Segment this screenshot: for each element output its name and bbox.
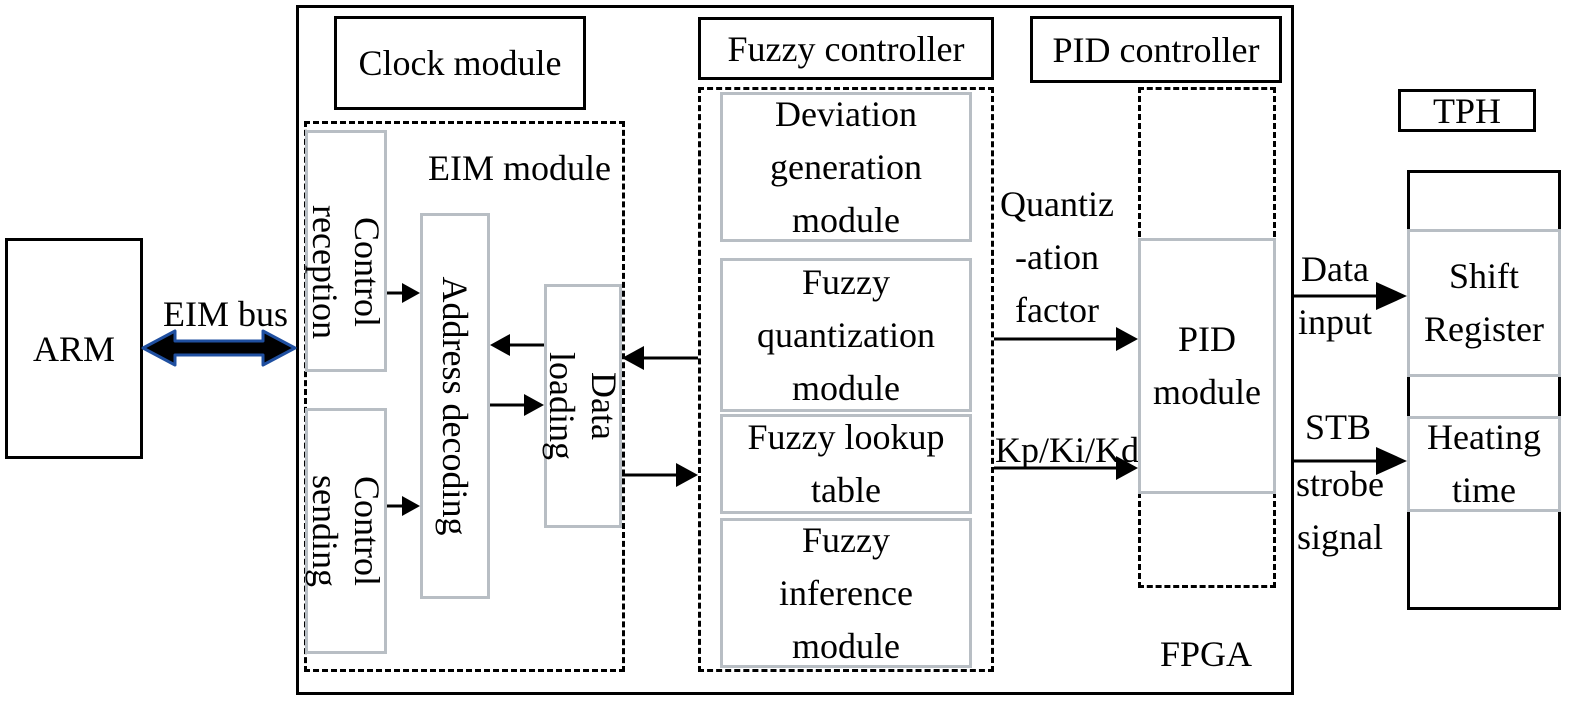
tph-label: TPH (1432, 90, 1501, 131)
inference-line-1: Fuzzy (802, 519, 890, 560)
arrow-stb-strobe (1294, 447, 1407, 475)
inference-line-3: module (792, 625, 900, 666)
clock-module-block: Clock module (334, 16, 586, 110)
arrow-decoding-to-loading (490, 394, 544, 416)
arrow-reception-to-decoding (387, 283, 420, 303)
data-input-label: Data input (1297, 249, 1372, 342)
lookup-line-1: Fuzzy lookup (747, 417, 945, 457)
arrow-data-input (1294, 282, 1407, 310)
deviation-generation-block: Deviation generation module (720, 92, 972, 242)
fuzzy-controller-title: Fuzzy controller (698, 17, 994, 80)
quantization-line-3: module (792, 367, 900, 408)
data-loading-block (544, 284, 622, 528)
deviation-line-3: module (792, 199, 900, 240)
arrow-loading-to-fuzzy (622, 463, 698, 487)
shift-register-line-1: Shift (1448, 256, 1519, 296)
arm-label: ARM (32, 328, 116, 369)
strobe-signal-label: strobe signal (1296, 464, 1384, 557)
deviation-line-2: generation (770, 146, 922, 187)
clock-module-label: Clock module (358, 43, 562, 83)
shift-register-line-2: Register (1424, 309, 1544, 349)
heating-time-block: Heating time (1407, 416, 1561, 512)
address-decoding-block (420, 213, 490, 599)
quantization-line-1: Fuzzy (802, 261, 890, 302)
pid-module-block: PID module (1138, 238, 1276, 494)
control-reception-block (305, 130, 387, 372)
control-sending-block (305, 408, 387, 654)
fuzzy-controller-group (698, 87, 994, 672)
eim-bus-label: EIM bus (163, 294, 288, 334)
deviation-line-1: Deviation (775, 93, 917, 134)
pid-controller-label: PID controller (1052, 29, 1260, 70)
arrow-fuzzy-to-loading (622, 346, 698, 370)
quantization-line-2: quantization (757, 314, 935, 355)
fuzzy-quantization-block: Fuzzy quantization module (720, 258, 972, 412)
eim-bus-arrow (141, 329, 297, 367)
pid-controller-title: PID controller (1030, 16, 1282, 83)
kp-ki-kd-label: Kp/Ki/Kd (995, 430, 1139, 470)
arrow-sending-to-decoding (387, 496, 420, 516)
fpga-block (296, 5, 1294, 695)
arrow-loading-to-decoding (490, 334, 544, 356)
heating-time-line-1: Heating (1427, 417, 1541, 457)
fpga-label: FPGA (1160, 634, 1253, 674)
lookup-line-2: table (811, 470, 881, 510)
stb-label: STB (1305, 407, 1372, 447)
inference-line-2: inference (779, 572, 913, 613)
heating-time-line-2: time (1452, 470, 1516, 510)
tph-title: TPH (1398, 89, 1536, 132)
pid-module-line-2: module (1153, 372, 1261, 412)
eim-module-group (304, 121, 625, 672)
pid-module-line-1: PID (1177, 319, 1236, 359)
arrow-quantization-factor (994, 327, 1138, 351)
fuzzy-lookup-table-block: Fuzzy lookup table (720, 414, 972, 514)
fuzzy-controller-label: Fuzzy controller (727, 28, 965, 69)
eim-module-label: EIM module (428, 148, 611, 188)
arrow-kp-ki-kd (994, 456, 1138, 480)
shift-register-block: Shift Register (1407, 229, 1561, 377)
fuzzy-inference-block: Fuzzy inference module (720, 518, 972, 668)
quantization-factor-label: Quantiz -ation factor (1000, 184, 1114, 330)
arm-block: ARM (5, 238, 143, 459)
